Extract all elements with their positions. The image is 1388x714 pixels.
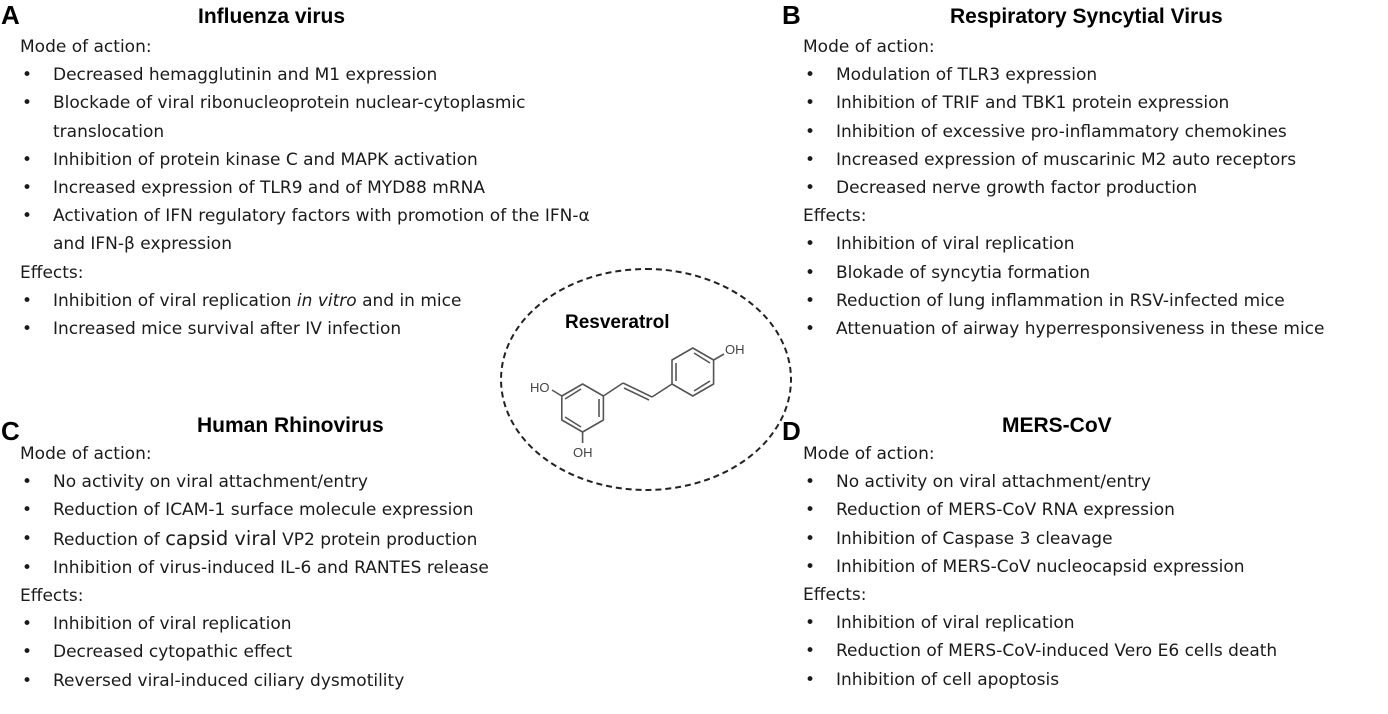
panel-title-c: Human Rhinovirus (197, 414, 384, 437)
mode-of-action-block-a: Mode of action: Decreased hemagglutinin … (20, 33, 590, 343)
list-item: Reduction of capsid viral VP2 protein pr… (20, 525, 580, 554)
effects-list-c: Inhibition of viral replication Decrease… (20, 610, 580, 695)
list-item: Inhibition of viral replication (803, 609, 1373, 637)
mode-of-action-block-c: Mode of action: No activity on viral att… (20, 440, 580, 695)
list-item-text: Reduction of (53, 529, 166, 550)
ring-a-double-bond (564, 388, 582, 400)
list-item: Decreased hemagglutinin and M1 expressio… (20, 61, 590, 89)
resveratrol-structure-diagram: OH HO OH (530, 342, 745, 460)
bridge-bond (602, 382, 624, 397)
mode-list-c: No activity on viral attachment/entry Re… (20, 468, 580, 582)
list-item: Attenuation of airway hyperresponsivenes… (803, 315, 1383, 343)
mode-heading-a: Mode of action: (20, 37, 152, 57)
effects-heading-d: Effects: (803, 585, 867, 606)
panel-letter-c: C (1, 416, 20, 446)
list-item-text: Inhibition of viral replication (53, 290, 297, 311)
list-item: No activity on viral attachment/entry (803, 468, 1373, 496)
panel-letter-a: A (1, 0, 20, 30)
list-item: Inhibition of viral replication (803, 230, 1383, 258)
list-item: Reversed viral-induced ciliary dysmotili… (20, 667, 580, 695)
effects-list-a: Inhibition of viral replication in vitro… (20, 287, 590, 344)
list-item: Increased mice survival after IV infecti… (20, 315, 590, 343)
ring-b-double-bond (693, 352, 711, 364)
list-item: Reduction of ICAM-1 surface molecule exp… (20, 496, 580, 524)
ring-b-double-bond (693, 380, 711, 392)
list-item: No activity on viral attachment/entry (20, 468, 580, 496)
effects-list-d: Inhibition of viral replication Reductio… (803, 609, 1373, 694)
resveratrol-ellipse (500, 268, 792, 491)
bridge-double-bond (622, 382, 653, 398)
mode-heading-c: Mode of action: (20, 444, 152, 464)
list-item-large-text: capsid viral (165, 526, 277, 550)
list-item-text: VP2 protein production (276, 529, 478, 550)
list-item: Inhibition of virus-induced IL-6 and RAN… (20, 554, 580, 582)
list-item: Activation of IFN regulatory factors wit… (20, 202, 590, 258)
effects-list-b: Inhibition of viral replication Blokade … (803, 230, 1383, 343)
ring-a-double-bond (564, 416, 582, 428)
list-item: Reduction of MERS-CoV-induced Vero E6 ce… (803, 637, 1373, 665)
list-item: Decreased nerve growth factor production (803, 174, 1383, 202)
list-item: Inhibition of protein kinase C and MAPK … (20, 146, 590, 174)
list-item: Inhibition of viral replication in vitro… (20, 287, 590, 315)
list-item: Inhibition of Caspase 3 cleavage (803, 525, 1373, 553)
panel-title-b: Respiratory Syncytial Virus (950, 5, 1223, 28)
effects-heading-c: Effects: (20, 586, 84, 607)
mode-of-action-block-b: Mode of action: Modulation of TLR3 expre… (803, 33, 1383, 343)
mode-heading-d: Mode of action: (803, 444, 935, 464)
panel-title-a: Influenza virus (198, 5, 346, 28)
oh-bond (713, 353, 725, 361)
benzene-ring-a (560, 383, 605, 433)
list-item: Decreased cytopathic effect (20, 638, 580, 666)
mode-list-b: Modulation of TLR3 expression Inhibition… (803, 61, 1383, 202)
panel-letter-d: D (782, 416, 801, 446)
list-item: Inhibition of excessive pro-inflammatory… (803, 118, 1383, 146)
mode-list-a: Decreased hemagglutinin and M1 expressio… (20, 61, 590, 258)
list-item-italic-text: in vitro (296, 290, 357, 311)
benzene-ring-b (671, 347, 715, 397)
list-item: Blockade of viral ribonucleoprotein nucl… (20, 89, 590, 145)
list-item: Inhibition of viral replication (20, 610, 580, 638)
effects-heading-b: Effects: (803, 206, 867, 227)
mode-list-d: No activity on viral attachment/entry Re… (803, 468, 1373, 581)
list-item: Reduction of lung inflammation in RSV-in… (803, 287, 1383, 315)
list-item: Inhibition of cell apoptosis (803, 666, 1373, 694)
bridge-bond (651, 383, 673, 398)
list-item: Increased expression of muscarinic M2 au… (803, 146, 1383, 174)
resveratrol-title: Resveratrol (565, 312, 670, 333)
mode-of-action-block-d: Mode of action: No activity on viral att… (803, 440, 1373, 694)
oh-bond (551, 389, 563, 397)
bridge-double-bond (623, 387, 650, 401)
oh-label: OH (725, 342, 745, 357)
mode-heading-b: Mode of action: (803, 37, 935, 57)
list-item: Reduction of MERS-CoV RNA expression (803, 496, 1373, 524)
list-item: Blokade of syncytia formation (803, 259, 1383, 287)
oh-label: OH (573, 445, 593, 460)
list-item: Inhibition of MERS-CoV nucleocapsid expr… (803, 553, 1373, 581)
panel-title-d: MERS-CoV (1002, 414, 1112, 437)
panel-letter-b: B (782, 0, 801, 30)
oh-label: HO (530, 380, 550, 395)
list-item: Inhibition of TRIF and TBK1 protein expr… (803, 89, 1383, 117)
list-item: Increased expression of TLR9 and of MYD8… (20, 174, 590, 202)
list-item: Modulation of TLR3 expression (803, 61, 1383, 89)
effects-heading-a: Effects: (20, 262, 84, 283)
list-item-text: and in mice (356, 290, 462, 311)
